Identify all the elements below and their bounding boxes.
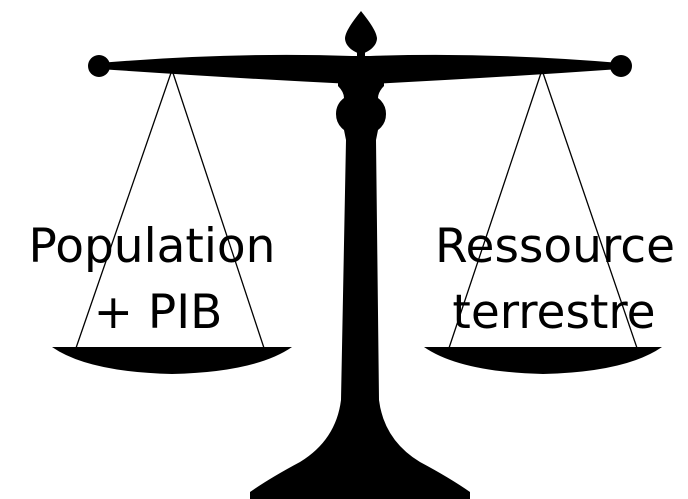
- scale-beam: [100, 54, 620, 84]
- right-pan-string-inner: [541, 69, 638, 349]
- left-pan-string-inner: [171, 69, 265, 349]
- left-pan-bowl: [52, 347, 292, 374]
- beam-end-left: [88, 55, 110, 77]
- left-pan-label-line1: Population: [29, 219, 276, 274]
- scale-post: [250, 78, 470, 499]
- right-pan-label-line2: terrestre: [452, 285, 655, 340]
- right-pan-bowl: [424, 347, 662, 374]
- left-pan-label-line2: + PIB: [94, 285, 223, 340]
- beam-end-right: [610, 55, 632, 77]
- right-pan-string-outer: [448, 69, 543, 349]
- right-pan-label-line1: Ressource: [435, 219, 675, 274]
- left-pan-string-outer: [75, 69, 173, 349]
- scale-finial: [345, 11, 377, 54]
